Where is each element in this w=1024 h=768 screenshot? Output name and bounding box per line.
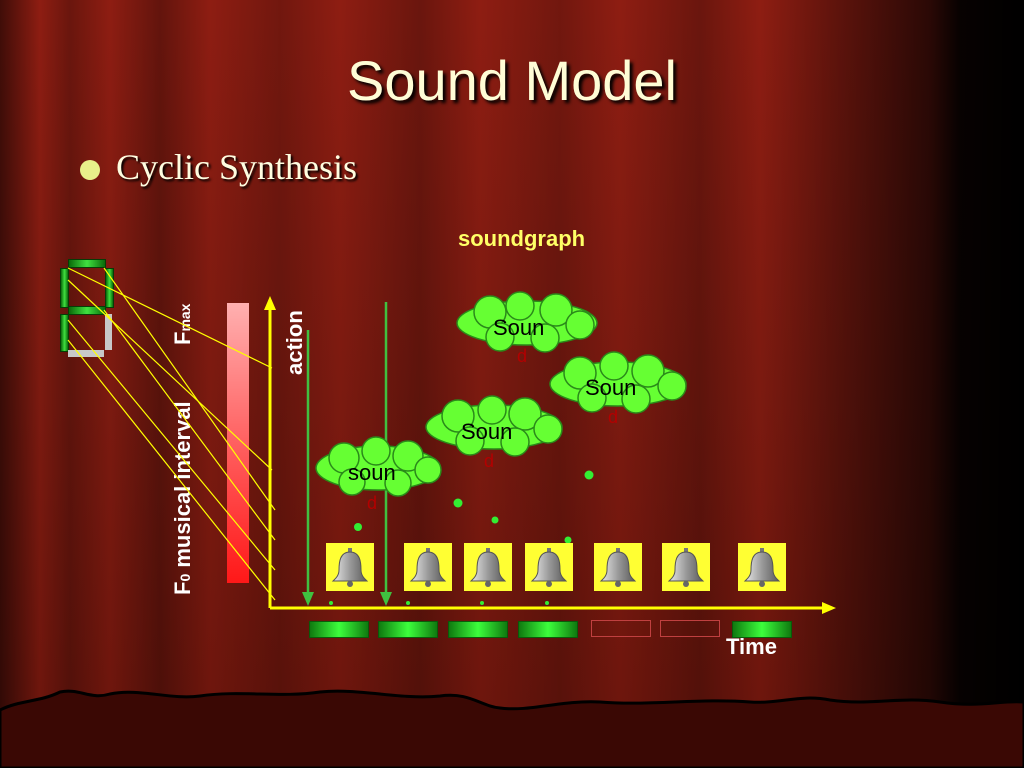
time-segment (309, 621, 369, 638)
sound-dot (480, 601, 484, 605)
cloud-shape (456, 291, 598, 353)
cloud-shape (315, 436, 442, 497)
cloud-tail: d (608, 407, 619, 427)
sound-dot (406, 601, 410, 605)
bullet-dot (80, 160, 100, 180)
cloud-tail: d (517, 346, 528, 366)
segment-top (68, 259, 106, 268)
segment-middle (68, 306, 106, 315)
soundgraph-label: soundgraph (458, 226, 586, 251)
sound-dot (545, 601, 549, 605)
axes (264, 296, 836, 614)
time-segment (591, 620, 651, 637)
cloud-tail: d (484, 451, 495, 471)
cloud-text: soun (348, 460, 396, 485)
bullet-text: Cyclic Synthesis (116, 147, 357, 187)
connector-line (67, 279, 273, 471)
cloud-shape (425, 395, 563, 457)
cloud-tail: d (367, 493, 378, 513)
time-segment (732, 621, 792, 638)
cloud-text: Soun (585, 375, 637, 400)
curtain-bottom-edge (0, 689, 1024, 768)
x-axis-arrowhead (822, 602, 836, 614)
sound-dot (329, 601, 333, 605)
green-arrowhead (302, 592, 314, 606)
connector-line (67, 339, 276, 601)
sound-dot (491, 516, 499, 524)
bell-icon (738, 543, 786, 591)
clouds (315, 291, 687, 497)
cloud-text: Soun (493, 315, 545, 340)
connector-lines (67, 267, 276, 601)
segment-bottom-right (105, 314, 112, 350)
bell-icon (594, 543, 642, 591)
time-segment (518, 621, 578, 638)
x-axis-label: Time (726, 634, 777, 659)
cloud-shape (549, 351, 687, 414)
sound-dot (584, 470, 594, 480)
green-arrowhead (380, 592, 392, 606)
connector-line (103, 267, 276, 511)
frequency-gradient-bar (227, 303, 249, 583)
bell-icon (525, 543, 573, 591)
time-segment (448, 621, 508, 638)
bell-icon (662, 543, 710, 591)
segment-bottom (68, 350, 104, 357)
sound-dot (453, 498, 463, 508)
segment-bottom-left (60, 314, 69, 352)
time-segment (660, 620, 720, 637)
y-axis-arrowhead (264, 296, 276, 310)
segment-top-left (60, 268, 69, 308)
bell-icon (464, 543, 512, 591)
bell-icon (404, 543, 452, 591)
sound-dot (354, 523, 362, 531)
slide-title: Sound Model (346, 49, 677, 112)
time-segment (378, 621, 438, 638)
cloud-text: Soun (461, 419, 513, 444)
bell-icon (326, 543, 374, 591)
sound-dot (564, 536, 572, 544)
connector-line (67, 267, 273, 369)
connector-line (103, 309, 276, 541)
connector-line (67, 319, 276, 571)
